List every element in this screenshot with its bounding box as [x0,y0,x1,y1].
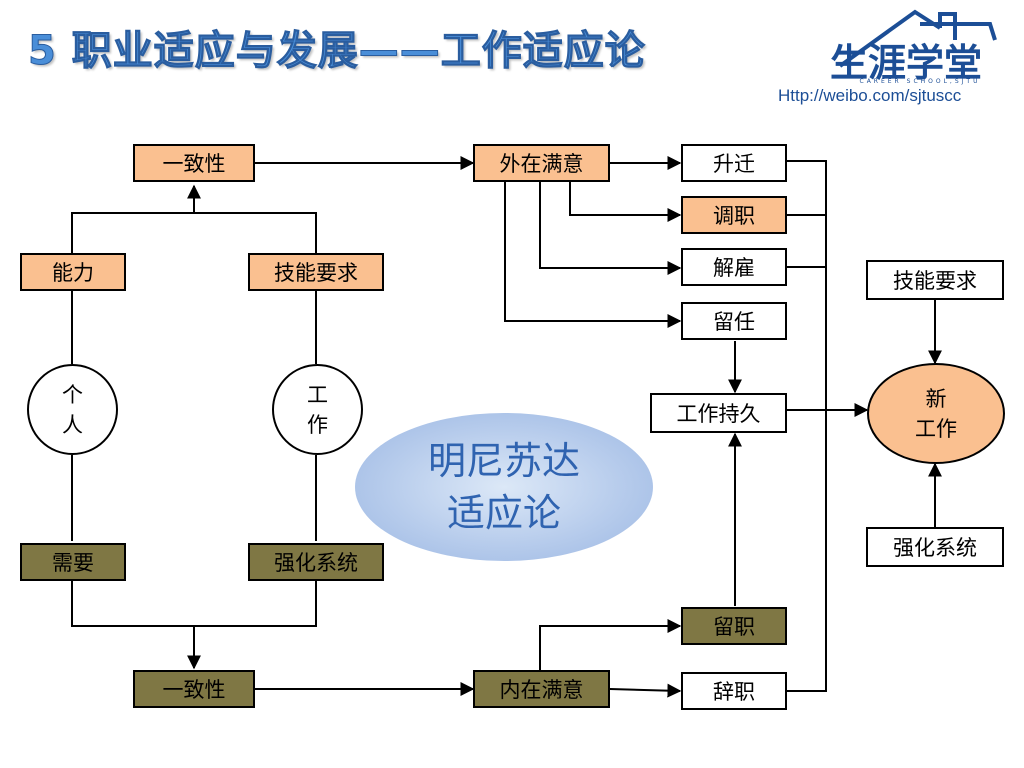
center-label-line1: 明尼苏达 [427,439,580,483]
logo: 生涯学堂 [830,9,997,82]
work-label-line2: 作 [307,412,328,437]
weibo-url[interactable]: Http://weibo.com/sjtuscc [778,86,962,105]
node-intrinsic-satisfaction: 内在满意 [473,670,610,708]
arrow-to-retention [504,182,682,328]
node-dismissal: 解雇 [681,248,787,286]
logo-text: 生涯学堂 [830,41,982,82]
page-title: 5 职业适应与发展——工作适应论 [28,28,646,75]
new-work-label-line2: 工作 [915,416,957,441]
node-consistency-top: 一致性 [133,144,255,182]
line-collector [787,160,827,692]
arrow-to-dismissal [539,182,682,275]
node-reinforcement-left: 强化系统 [248,543,384,581]
work-label-line1: 工 [307,382,328,407]
logo-roof [838,9,997,68]
center-label-line2: 适应论 [446,491,561,535]
node-skill-requirement-right: 技能要求 [866,260,1004,300]
node-individual: 个 人 [27,364,118,455]
node-job-tenure: 工作持久 [650,393,787,433]
node-consistency-bottom: 一致性 [133,670,255,708]
node-skill-requirement-left: 技能要求 [248,253,384,291]
minnesota-theory-ellipse: 明尼苏达 适应论 [355,413,653,561]
node-work: 工 作 [272,364,363,455]
arrow-to-stay [539,619,682,670]
new-work-label-line1: 新 [925,386,947,411]
node-needs: 需要 [20,543,126,581]
node-ability: 能力 [20,253,126,291]
node-resign: 辞职 [681,672,787,710]
line-needs-reinforcement-join [71,581,317,627]
node-retention: 留任 [681,302,787,340]
node-reinforcement-right: 强化系统 [866,527,1004,567]
node-extrinsic-satisfaction: 外在满意 [473,144,610,182]
node-transfer: 调职 [681,196,787,234]
node-new-work: 新 工作 [867,363,1005,464]
individual-label-line2: 人 [62,412,83,437]
node-stay: 留职 [681,607,787,645]
line-ability-skill-to-consistency [71,212,317,253]
arrow-to-resign [609,683,682,698]
individual-label-line1: 个 [62,382,83,407]
arrow-to-transfer [569,182,682,222]
node-promotion: 升迁 [681,144,787,182]
logo-subtext: CAREER SCHOOL,SJTU [859,78,981,85]
